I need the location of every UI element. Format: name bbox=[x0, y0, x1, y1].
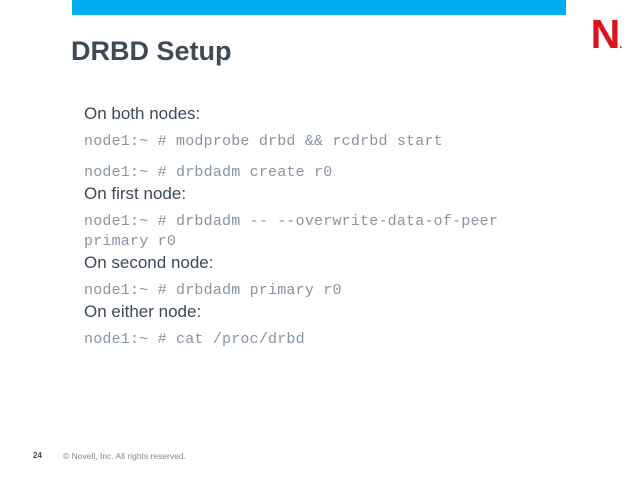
header-accent-bar bbox=[72, 0, 566, 15]
command-line: node1:~ # drbdadm primary r0 bbox=[84, 282, 342, 299]
section-on-both-nodes: On both nodes: node1:~ # modprobe drbd &… bbox=[84, 103, 584, 183]
section-on-second-node: On second node: node1:~ # drbdadm primar… bbox=[84, 252, 584, 301]
section-heading: On both nodes: bbox=[84, 104, 201, 123]
section-heading: On either node: bbox=[84, 302, 202, 321]
novell-logo: N. bbox=[583, 14, 629, 56]
page-number: 24 bbox=[33, 451, 42, 460]
section-heading: On first node: bbox=[84, 184, 187, 203]
logo-letter: N bbox=[590, 11, 621, 57]
command-line: node1:~ # cat /proc/drbd bbox=[84, 331, 305, 348]
page-title: DRBD Setup bbox=[71, 36, 232, 66]
slide-content: On both nodes: node1:~ # modprobe drbd &… bbox=[84, 103, 584, 350]
slide-footer: 24 © Novell, Inc. All rights reserved. bbox=[0, 448, 638, 478]
command-line: node1:~ # drbdadm -- --overwrite-data-of… bbox=[84, 213, 499, 250]
command-line: node1:~ # drbdadm create r0 bbox=[84, 164, 333, 181]
section-on-first-node: On first node: node1:~ # drbdadm -- --ov… bbox=[84, 183, 584, 252]
logo-trademark-icon: . bbox=[619, 39, 622, 51]
command-line: node1:~ # modprobe drbd && rcdrbd start bbox=[84, 133, 443, 150]
copyright-notice: © Novell, Inc. All rights reserved. bbox=[63, 451, 186, 461]
section-on-either-node: On either node: node1:~ # cat /proc/drbd bbox=[84, 301, 584, 350]
section-heading: On second node: bbox=[84, 253, 214, 272]
